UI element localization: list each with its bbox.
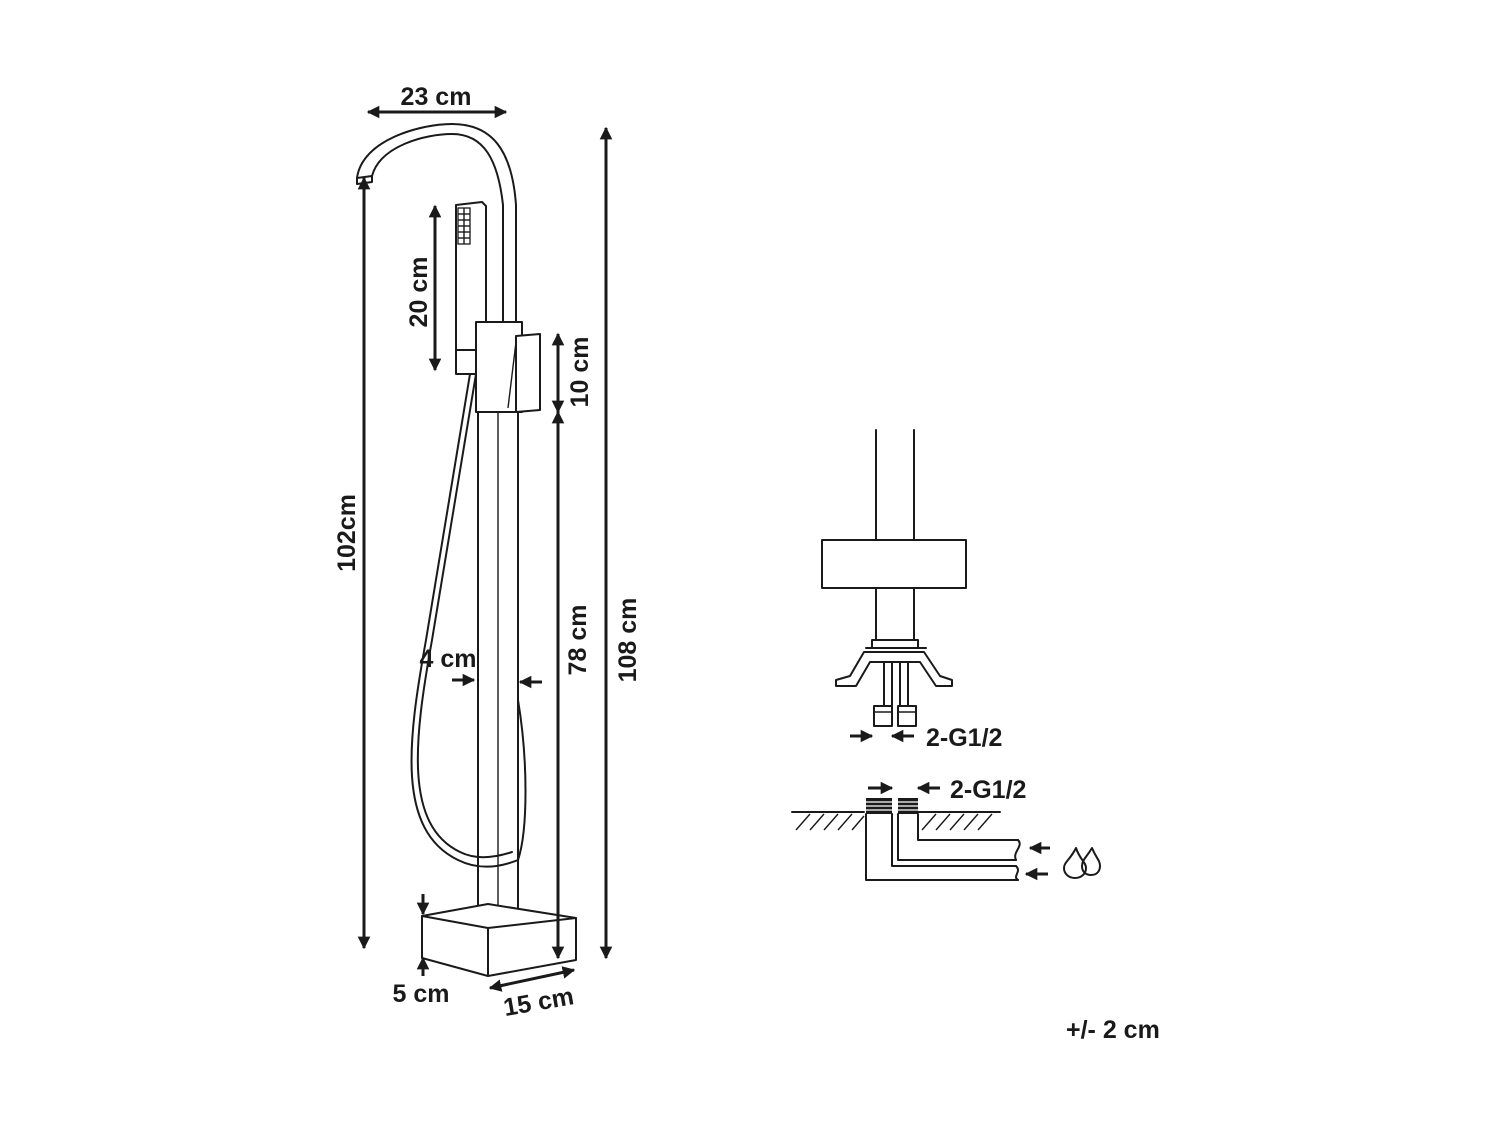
dimension-lines <box>357 105 613 992</box>
spout-tip <box>356 175 373 185</box>
spout-inner <box>371 133 504 323</box>
supply-pipe-outer <box>865 813 1019 881</box>
mixer-lever <box>515 333 541 413</box>
tolerance-note: +/- 2 cm <box>1066 1016 1160 1044</box>
floor-hatching <box>795 813 993 831</box>
shower-nozzle-holes <box>458 208 470 244</box>
faucet-base <box>421 903 577 977</box>
inlet-pipe-left <box>883 661 893 707</box>
faucet-drawing <box>356 123 577 977</box>
connector-right <box>897 705 917 727</box>
label-spout-width: 23 cm <box>401 83 472 111</box>
label-thread-floor: 2-G1/2 <box>950 776 1026 804</box>
anchor-bracket <box>835 651 953 687</box>
floor-connection-detail <box>791 781 1101 881</box>
mounting-nut <box>871 639 919 649</box>
label-mixer-height: 10 cm <box>566 337 594 408</box>
label-spout-height: 102cm <box>333 494 361 572</box>
label-hand-shower-length: 20 cm <box>405 257 433 328</box>
water-drops-icon <box>1063 847 1101 879</box>
label-base-width: 15 cm <box>501 982 576 1022</box>
label-column-width: 4 cm <box>420 645 477 673</box>
label-column-height: 78 cm <box>564 605 592 676</box>
mounting-stem <box>875 587 915 641</box>
installation-detail <box>821 429 967 743</box>
label-thread-top: 2-G1/2 <box>926 724 1002 752</box>
shower-hose-inner <box>416 373 513 859</box>
spout-outer <box>356 123 517 323</box>
label-base-height: 5 cm <box>393 980 450 1008</box>
inlet-pipe-right <box>899 661 909 707</box>
label-total-height: 108 cm <box>614 598 642 683</box>
shower-hose <box>410 373 527 868</box>
base-plate-side <box>821 539 967 589</box>
supply-pipe-inner <box>897 813 1017 861</box>
dim-base-width <box>488 966 576 992</box>
connector-left <box>873 705 893 727</box>
